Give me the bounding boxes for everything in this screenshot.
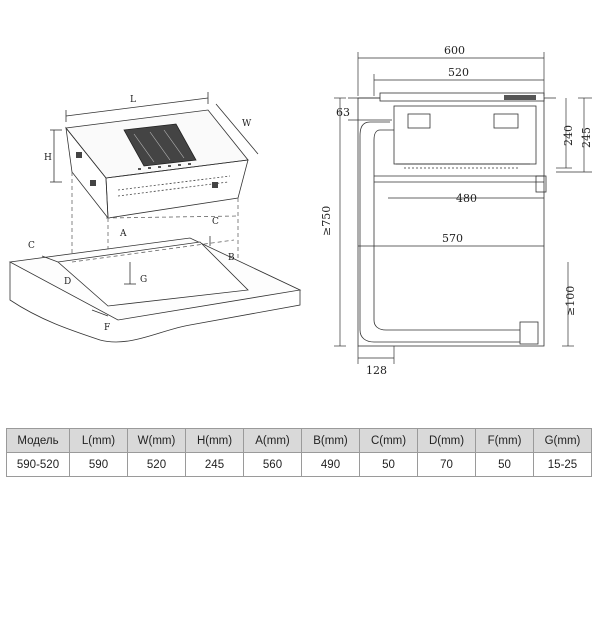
dim-W: [215, 103, 259, 155]
dim-570: 570: [442, 232, 463, 245]
col-header: L(mm): [69, 428, 128, 453]
table-cell: 590-520: [6, 452, 70, 477]
dim-128: 128: [366, 364, 387, 377]
label-B: B: [228, 253, 235, 263]
table-row: 590-520 590 520 245 560 490 50 70 50 15-…: [6, 452, 592, 477]
vent-grille: [123, 123, 197, 167]
label-W: W: [242, 119, 252, 129]
hob-glass: [379, 92, 545, 102]
spec-table: Модель L(mm) W(mm) H(mm) A(mm) B(mm) C(m…: [6, 428, 592, 477]
table-cell: 520: [127, 452, 186, 477]
table-cell: 50: [475, 452, 534, 477]
label-F: F: [104, 323, 110, 333]
duct-path: [359, 121, 536, 343]
col-header: W(mm): [127, 428, 186, 453]
col-header: D(mm): [417, 428, 476, 453]
front-vents: [117, 175, 231, 197]
col-header: A(mm): [243, 428, 302, 453]
touch-controls: [138, 163, 191, 170]
dim-240: 240: [562, 125, 575, 146]
spec-header-row: Модель L(mm) W(mm) H(mm) A(mm) B(mm) C(m…: [6, 428, 592, 453]
isometric-view: [8, 92, 302, 343]
dim-245: 245: [580, 127, 593, 148]
iso-labels: L W H A B C C D F G: [28, 95, 252, 333]
dim-L: [65, 92, 209, 122]
dim-480: 480: [456, 192, 477, 205]
col-header: Модель: [6, 428, 70, 453]
worktop-cutout: [57, 241, 249, 307]
label-G: G: [140, 275, 147, 285]
col-header: G(mm): [533, 428, 592, 453]
col-header: F(mm): [475, 428, 534, 453]
dim-600: 600: [444, 44, 465, 57]
table-cell: 70: [417, 452, 476, 477]
label-L: L: [130, 95, 136, 105]
col-header: C(mm): [359, 428, 418, 453]
table-cell: 245: [185, 452, 244, 477]
table-cell: 490: [301, 452, 360, 477]
product-drawing: L W H A B C C D F G: [8, 44, 593, 377]
section-view: [334, 52, 592, 364]
col-header: H(mm): [185, 428, 244, 453]
dim-520: 520: [448, 66, 469, 79]
table-cell: 590: [69, 452, 128, 477]
label-H: H: [44, 153, 52, 163]
label-A: A: [119, 229, 127, 239]
dim-750: ≥750: [320, 206, 333, 236]
dim-63: 63: [336, 106, 350, 119]
dim-100: ≥100: [564, 286, 577, 316]
label-D: D: [64, 277, 71, 287]
worktop-edge: [9, 262, 301, 343]
col-header: B(mm): [301, 428, 360, 453]
table-cell: 15-25: [533, 452, 592, 477]
label-C-left: C: [28, 241, 35, 251]
hob-body: [393, 105, 537, 165]
dim-lines: [334, 52, 592, 364]
dim-H: [50, 129, 62, 183]
spec-table-container: Модель L(mm) W(mm) H(mm) A(mm) B(mm) C(m…: [6, 428, 592, 477]
table-cell: 560: [243, 452, 302, 477]
label-C-right: C: [212, 217, 219, 227]
section-dims: 600 520 63 480 570 128 ≥750 240 245 ≥100: [320, 44, 593, 377]
table-cell: 50: [359, 452, 418, 477]
